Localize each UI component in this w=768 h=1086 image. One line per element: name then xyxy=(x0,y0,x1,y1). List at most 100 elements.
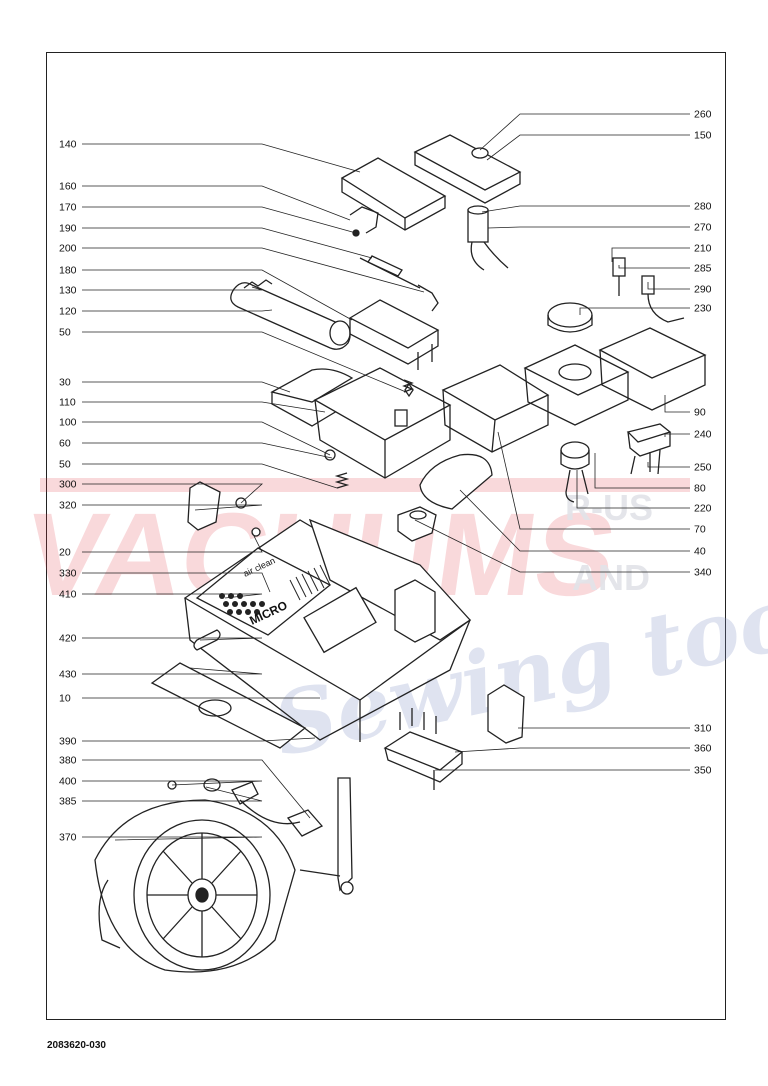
part-30-housing xyxy=(270,367,452,479)
callout-label: 200 xyxy=(59,243,77,255)
part-150-cover xyxy=(413,134,522,204)
leader-line-left xyxy=(82,531,263,553)
leader-line-right xyxy=(486,134,690,161)
callout-label: 385 xyxy=(59,796,77,808)
callout-label: 170 xyxy=(59,202,77,214)
part-320-clip xyxy=(187,481,221,531)
leader-line-left xyxy=(82,786,263,802)
callout-label: 60 xyxy=(59,438,71,450)
callout-label: 160 xyxy=(59,181,77,193)
leader-line-left xyxy=(82,206,357,234)
watermark-side-mid: AND xyxy=(572,557,650,598)
leader-line-left xyxy=(82,309,273,312)
parts: air clean MICRO xyxy=(94,134,707,973)
part-240-suppressor xyxy=(626,423,672,475)
leader-line-left xyxy=(82,836,263,841)
part-160-clip xyxy=(349,206,379,237)
leader-line-left xyxy=(82,442,333,459)
callout-label: 50 xyxy=(59,459,71,471)
leader-line-left xyxy=(82,667,263,675)
leader-line-left xyxy=(82,572,271,593)
callout-label: 30 xyxy=(59,377,71,389)
callout-label: 40 xyxy=(694,546,706,558)
leader-line-right xyxy=(618,265,690,269)
leader-line-left xyxy=(82,143,361,173)
callout-label: 320 xyxy=(59,500,77,512)
callout-label: 360 xyxy=(694,743,712,755)
callout-label: 330 xyxy=(59,568,77,580)
callout-label: 285 xyxy=(694,263,712,275)
callout-label: 240 xyxy=(694,429,712,441)
leader-line-left xyxy=(82,227,373,259)
leader-line-right xyxy=(594,453,690,489)
leader-line-right xyxy=(487,226,690,229)
part-40-housing xyxy=(419,453,493,510)
callout-label: 100 xyxy=(59,417,77,429)
callout-label: 20 xyxy=(59,547,71,559)
leader-line-left xyxy=(82,286,263,291)
part-270-switch xyxy=(467,205,509,271)
callout-label: 190 xyxy=(59,223,77,235)
part-50-spring-upper xyxy=(402,379,414,393)
callout-label: 220 xyxy=(694,503,712,515)
leader-line-right xyxy=(576,470,690,509)
callout-label: 310 xyxy=(694,723,712,735)
callout-label: 180 xyxy=(59,265,77,277)
leader-line-left xyxy=(82,463,338,489)
leader-line-left xyxy=(82,593,263,599)
part-50-spring xyxy=(334,472,350,489)
leader-line-right xyxy=(497,431,690,530)
leader-line-right xyxy=(459,489,690,552)
callout-label: 80 xyxy=(694,483,706,495)
leader-line-left xyxy=(82,637,263,641)
callout-label: 340 xyxy=(694,567,712,579)
part-310-clip xyxy=(487,684,525,744)
callout-label: 300 xyxy=(59,479,77,491)
callout-label: 250 xyxy=(694,462,712,474)
watermark-side-top: R-US xyxy=(565,487,653,528)
leader-line-left xyxy=(82,737,316,742)
callout-label: 430 xyxy=(59,669,77,681)
callout-leaders: 1401601701902001801301205030110100605030… xyxy=(59,109,712,844)
leader-line-left xyxy=(82,247,425,293)
callout-label: 120 xyxy=(59,306,77,318)
callout-label: 400 xyxy=(59,776,77,788)
drawing-frame xyxy=(46,52,726,1020)
callout-label: 380 xyxy=(59,755,77,767)
leader-line-left xyxy=(82,483,264,504)
callout-label: 420 xyxy=(59,633,77,645)
callout-label: 290 xyxy=(694,284,712,296)
callout-label: 260 xyxy=(694,109,712,121)
leader-line-left xyxy=(82,401,326,413)
leader-line-left xyxy=(82,780,263,786)
part-385-ring xyxy=(203,778,221,792)
callout-label: 370 xyxy=(59,832,77,844)
part-140-cover xyxy=(340,157,447,231)
leader-line-right xyxy=(664,395,690,413)
leader-line-left xyxy=(82,504,263,511)
leader-line-right xyxy=(647,462,690,468)
callout-label: 410 xyxy=(59,589,77,601)
leader-line-right xyxy=(414,519,690,573)
callout-label: 210 xyxy=(694,243,712,255)
leader-line-left xyxy=(82,381,291,393)
part-180-bracket xyxy=(348,299,440,370)
callout-label: 10 xyxy=(59,693,71,705)
leader-line-right xyxy=(479,113,690,151)
leader-line-right xyxy=(454,747,690,753)
leader-line-left xyxy=(82,421,331,456)
part-410-panel: air clean MICRO xyxy=(195,547,332,636)
callout-label: 150 xyxy=(694,130,712,142)
leader-line-left xyxy=(82,331,407,393)
callout-label: 130 xyxy=(59,285,77,297)
leader-line-left xyxy=(82,185,351,221)
leader-line-left xyxy=(82,759,311,819)
part-70-box xyxy=(441,364,550,453)
leader-line-left xyxy=(82,269,353,321)
callout-label: 140 xyxy=(59,139,77,151)
leader-line-right xyxy=(481,205,690,213)
leader-line-right xyxy=(664,433,690,437)
part-90-box xyxy=(523,327,707,426)
